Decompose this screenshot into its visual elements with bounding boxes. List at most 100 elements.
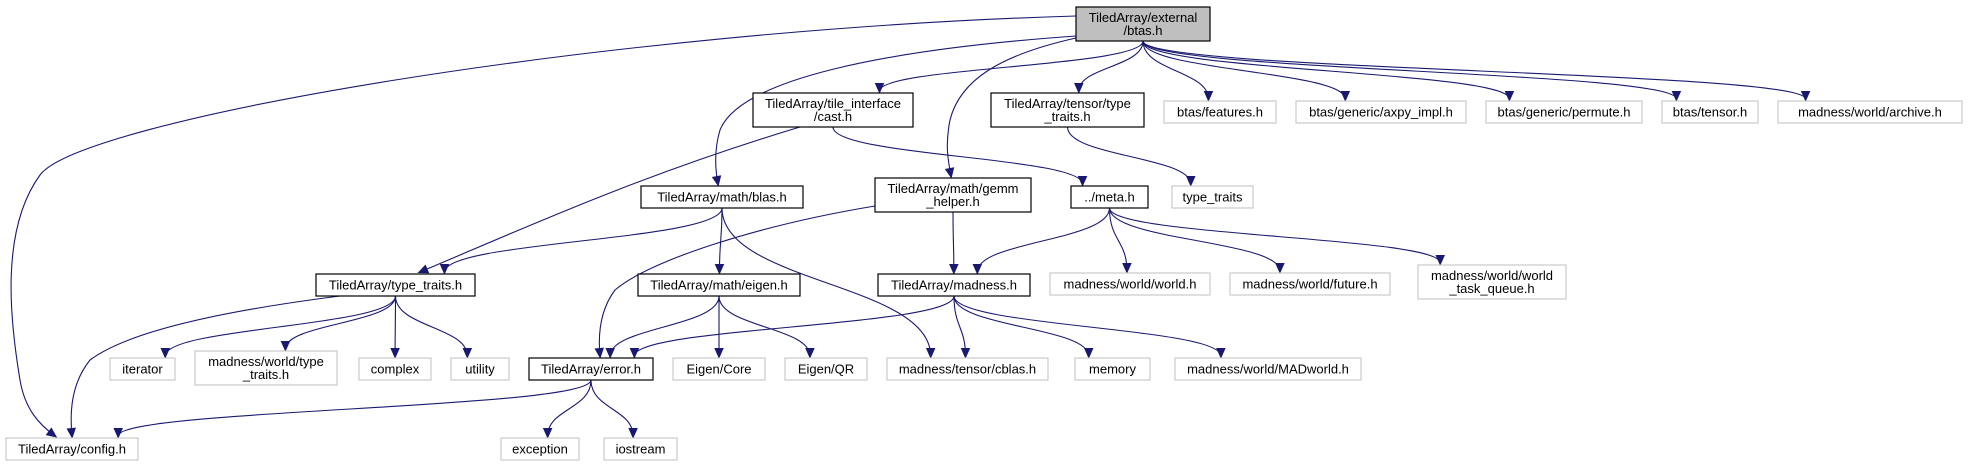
node-label-line: ../meta.h <box>1084 190 1135 205</box>
node-complex: complex <box>358 357 432 381</box>
node-iterator: iterator <box>109 357 176 381</box>
edge-root-to-gemm_helper <box>944 37 1077 179</box>
edge-ta_madness-to-mw_madworld <box>953 295 1226 359</box>
edge-ta_type_traits-to-ta_config <box>66 295 341 439</box>
node-mt-cblas: madness/tensor/cblas.h <box>886 357 1049 381</box>
edge-root-to-tensor_type_traits <box>1074 40 1144 94</box>
node-label-line: TiledArray/error.h <box>541 362 641 377</box>
node-label-line: TiledArray/math/eigen.h <box>650 278 788 293</box>
edge-root-to-ta_config <box>10 15 1077 438</box>
node-math-blas[interactable]: TiledArray/math/blas.h <box>640 185 804 209</box>
node-mw-future: madness/world/future.h <box>1229 272 1391 296</box>
edge-ta_type_traits-to-utility <box>394 295 473 359</box>
edge-root-to-madness_archive <box>1142 40 1811 102</box>
edge-math_eigen-to-eigen_qr <box>718 295 815 359</box>
arrowhead-icon <box>1275 263 1285 274</box>
node-gemm-helper[interactable]: TiledArray/math/gemm_helper.h <box>874 177 1032 213</box>
node-ta-type-traits[interactable]: TiledArray/type_traits.h <box>315 273 476 297</box>
edge-meta-to-mw_task_queue <box>1108 207 1445 266</box>
arrowhead-icon <box>1185 176 1196 187</box>
node-label-line: madness/tensor/cblas.h <box>899 362 1036 377</box>
node-tile-cast[interactable]: TiledArray/tile_interface/cast.h <box>752 92 914 128</box>
arrowhead-icon <box>805 348 815 359</box>
arrowhead-icon <box>1671 91 1682 102</box>
node-type-traits-std: type_traits <box>1171 185 1254 209</box>
node-label-line: /cast.h <box>814 109 852 124</box>
node-label-line: madness/world/future.h <box>1242 277 1377 292</box>
edge-root-to-btas_axpy <box>1142 40 1351 102</box>
edge-meta-to-mw_world <box>1108 207 1132 274</box>
node-madness-archive: madness/world/archive.h <box>1777 100 1963 124</box>
node-label-line: _traits.h <box>242 367 289 382</box>
edge-math_eigen-to-eigen_core <box>714 295 724 359</box>
node-label-line: TiledArray/math/blas.h <box>657 190 787 205</box>
node-exception: exception <box>500 437 580 461</box>
arrowhead-icon <box>1504 91 1515 102</box>
edge-tile_cast-to-ta_type_traits <box>417 126 801 274</box>
arrowhead-icon <box>1074 83 1084 94</box>
node-label-line: btas/generic/permute.h <box>1498 105 1631 120</box>
node-label-line: madness/world/archive.h <box>1798 105 1942 120</box>
arrowhead-icon <box>45 427 58 438</box>
arrowhead-icon <box>960 348 971 359</box>
node-meta[interactable]: ../meta.h <box>1070 185 1149 209</box>
edge-tensor_type_traits-to-type_traits_std <box>1066 126 1196 187</box>
node-label-line: madness/world/MADworld.h <box>1187 362 1349 377</box>
arrowhead-icon <box>390 348 400 359</box>
node-tensor-type-traits[interactable]: TiledArray/tensor/type_traits.h <box>990 92 1145 128</box>
node-ta-config: TiledArray/config.h <box>5 437 139 461</box>
edge-meta-to-mw_future <box>1108 207 1285 274</box>
node-utility: utility <box>450 357 510 381</box>
edges-layer <box>10 15 1811 439</box>
edge-ta_madness-to-ta_error <box>629 295 955 359</box>
node-memory: memory <box>1074 357 1151 381</box>
edge-root-to-btas_permute <box>1142 40 1515 102</box>
node-label-line: complex <box>371 362 420 377</box>
arrowhead-icon <box>542 428 553 439</box>
edge-root-to-tile_cast <box>874 40 1144 94</box>
arrowhead-icon <box>1083 348 1094 359</box>
node-label-line: Eigen/Core <box>686 362 751 377</box>
arrowhead-icon <box>1077 176 1088 187</box>
edge-math_blas-to-ta_type_traits <box>439 207 723 275</box>
edge-tile_cast-to-meta <box>832 126 1088 187</box>
node-label-line: btas/generic/axpy_impl.h <box>1309 105 1453 120</box>
node-root[interactable]: TiledArray/external/btas.h <box>1075 6 1211 42</box>
node-label-line: madness/world/type <box>208 354 324 369</box>
arrowhead-icon <box>605 348 615 359</box>
arrowhead-icon <box>925 348 936 359</box>
edge-math_eigen-to-ta_error <box>605 295 720 359</box>
edge-ta_error-to-iostream <box>590 379 638 439</box>
node-btas-tensor: btas/tensor.h <box>1661 100 1759 124</box>
arrowhead-icon <box>1800 91 1811 102</box>
edge-ta_type_traits-to-iterator <box>160 295 397 359</box>
node-label-line: Eigen/QR <box>798 362 854 377</box>
node-label-line: utility <box>465 362 495 377</box>
node-eigen-qr: Eigen/QR <box>784 357 868 381</box>
node-label-line: madness/world/world.h <box>1064 277 1197 292</box>
node-eigen-core: Eigen/Core <box>672 357 766 381</box>
arrowhead-icon <box>1216 348 1226 359</box>
edge-math_blas-to-math_eigen <box>714 207 725 275</box>
node-ta-madness[interactable]: TiledArray/madness.h <box>877 273 1031 297</box>
arrowhead-icon <box>628 428 638 439</box>
edge-root-to-btas_features <box>1142 40 1214 102</box>
edge-meta-to-ta_madness <box>972 207 1111 275</box>
node-label-line: type_traits <box>1183 190 1243 205</box>
arrowhead-icon <box>1435 255 1445 266</box>
arrowhead-icon <box>1203 91 1214 102</box>
arrowhead-icon <box>714 264 725 275</box>
node-label-line: TiledArray/tile_interface <box>765 96 901 111</box>
node-label-line: memory <box>1089 362 1136 377</box>
edge-ta_error-to-exception <box>542 379 592 439</box>
node-btas-features: btas/features.h <box>1163 100 1277 124</box>
arrowhead-icon <box>280 341 291 352</box>
arrowhead-icon <box>1340 91 1351 102</box>
node-math-eigen[interactable]: TiledArray/math/eigen.h <box>637 273 801 297</box>
edge-gemm_helper-to-ta_madness <box>949 211 959 275</box>
node-ta-error[interactable]: TiledArray/error.h <box>528 357 654 381</box>
node-label-line: TiledArray/math/gemm <box>888 181 1019 196</box>
nodes-layer: TiledArray/external/btas.hTiledArray/til… <box>5 6 1963 461</box>
edge-ta_type_traits-to-mw_type_traits <box>280 295 397 352</box>
arrowhead-icon <box>629 348 640 359</box>
